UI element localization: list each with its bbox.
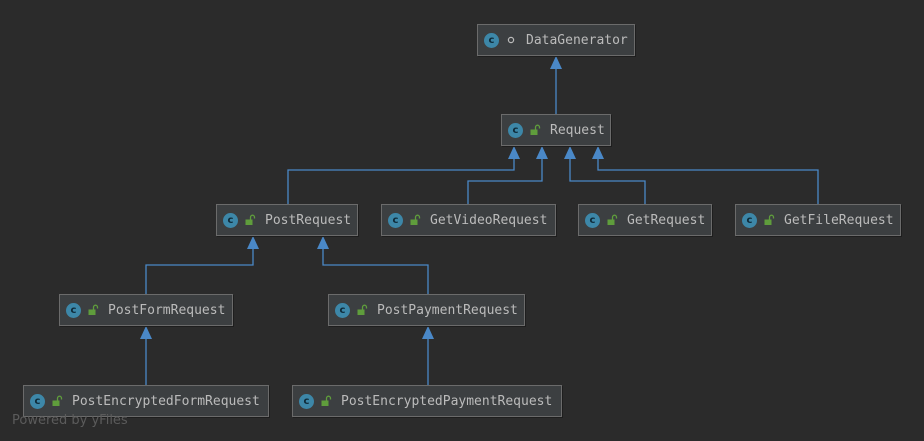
node-getfilerequest[interactable]: c GetFileRequest bbox=[735, 204, 901, 236]
public-icon bbox=[408, 213, 422, 227]
inheritance-edge bbox=[592, 146, 819, 204]
node-label: PostRequest bbox=[265, 212, 352, 228]
inheritance-edge bbox=[564, 146, 646, 204]
class-icon: c bbox=[742, 212, 757, 228]
node-postpaymentrequest[interactable]: c PostPaymentRequest bbox=[328, 294, 525, 326]
class-icon: c bbox=[66, 302, 81, 318]
inheritance-arrowhead bbox=[564, 146, 576, 159]
public-icon bbox=[528, 123, 542, 137]
public-icon bbox=[50, 394, 64, 408]
node-label: PostPaymentRequest bbox=[377, 302, 518, 318]
inheritance-edge bbox=[287, 146, 520, 204]
inheritance-edge bbox=[467, 146, 548, 204]
inheritance-edge bbox=[550, 56, 562, 114]
inheritance-arrowhead bbox=[550, 56, 562, 69]
package-private-icon bbox=[504, 33, 518, 47]
node-label: Request bbox=[550, 122, 605, 138]
inheritance-arrowhead bbox=[140, 326, 152, 339]
node-label: PostEncryptedPaymentRequest bbox=[341, 393, 553, 409]
inheritance-arrowhead bbox=[508, 146, 520, 159]
node-label: DataGenerator bbox=[526, 32, 628, 48]
inheritance-arrowhead bbox=[592, 146, 604, 159]
class-icon: c bbox=[223, 212, 238, 228]
class-icon: c bbox=[585, 212, 600, 228]
public-icon bbox=[355, 303, 369, 317]
public-icon bbox=[243, 213, 257, 227]
public-icon bbox=[762, 213, 776, 227]
node-request[interactable]: c Request bbox=[501, 114, 611, 146]
inheritance-edge bbox=[317, 236, 429, 294]
inheritance-arrowhead bbox=[422, 326, 434, 339]
public-icon bbox=[319, 394, 333, 408]
inheritance-arrowhead bbox=[247, 236, 259, 249]
node-datagenerator[interactable]: c DataGenerator bbox=[477, 24, 635, 56]
node-label: GetFileRequest bbox=[784, 212, 894, 228]
class-icon: c bbox=[30, 393, 45, 409]
node-postformrequest[interactable]: c PostFormRequest bbox=[59, 294, 233, 326]
node-label: PostEncryptedFormRequest bbox=[72, 393, 260, 409]
footer-watermark: Powered by yFiles bbox=[12, 413, 128, 428]
node-postencryptedpaymentrequest[interactable]: c PostEncryptedPaymentRequest bbox=[292, 385, 562, 417]
node-getvideorequest[interactable]: c GetVideoRequest bbox=[381, 204, 556, 236]
inheritance-edge bbox=[140, 326, 152, 385]
node-postrequest[interactable]: c PostRequest bbox=[216, 204, 358, 236]
node-label: GetVideoRequest bbox=[430, 212, 548, 228]
inheritance-edge bbox=[145, 236, 259, 294]
node-label: PostFormRequest bbox=[108, 302, 226, 318]
inheritance-edge bbox=[422, 326, 434, 385]
public-icon bbox=[86, 303, 100, 317]
class-icon: c bbox=[508, 122, 523, 138]
node-getrequest[interactable]: c GetRequest bbox=[578, 204, 712, 236]
class-icon: c bbox=[299, 393, 314, 409]
class-icon: c bbox=[484, 32, 499, 48]
inheritance-arrowhead bbox=[536, 146, 548, 159]
node-label: GetRequest bbox=[627, 212, 706, 228]
inheritance-arrowhead bbox=[317, 236, 329, 249]
node-postencryptedformrequest[interactable]: c PostEncryptedFormRequest bbox=[23, 385, 269, 417]
class-icon: c bbox=[335, 302, 350, 318]
class-icon: c bbox=[388, 212, 403, 228]
public-icon bbox=[605, 213, 619, 227]
